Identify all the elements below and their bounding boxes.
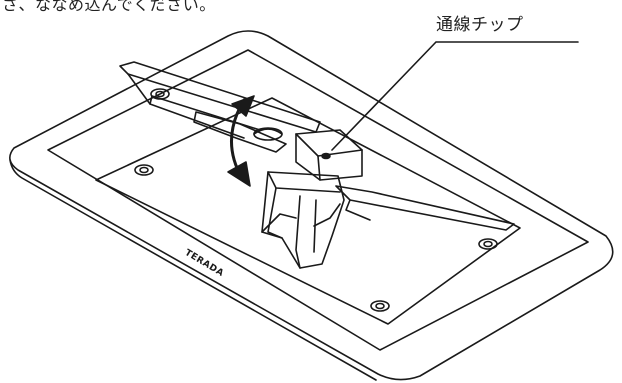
screw-hole <box>134 164 154 176</box>
screw-hole <box>370 300 390 312</box>
clip-body <box>261 171 345 269</box>
screw-hole <box>478 238 498 250</box>
lid-underside <box>149 95 261 131</box>
frame-thickness-line <box>9 159 377 381</box>
lid-plate <box>119 61 321 133</box>
lid-flap <box>335 185 515 231</box>
instruction-text-fragment: さ、ななめ込んでください。 <box>2 0 216 14</box>
arrow-head-bottom <box>227 161 251 187</box>
callout-leader <box>331 41 579 151</box>
hinge <box>193 111 287 153</box>
inner-opening <box>95 97 521 325</box>
inner-frame <box>47 49 589 351</box>
chip-dot <box>321 152 331 160</box>
outer-frame <box>9 30 614 381</box>
arrow-head-top <box>231 95 255 117</box>
wiring-chip <box>295 129 363 181</box>
callout-label: 通線チップ <box>436 15 524 35</box>
lid-flap-edge <box>345 199 371 221</box>
